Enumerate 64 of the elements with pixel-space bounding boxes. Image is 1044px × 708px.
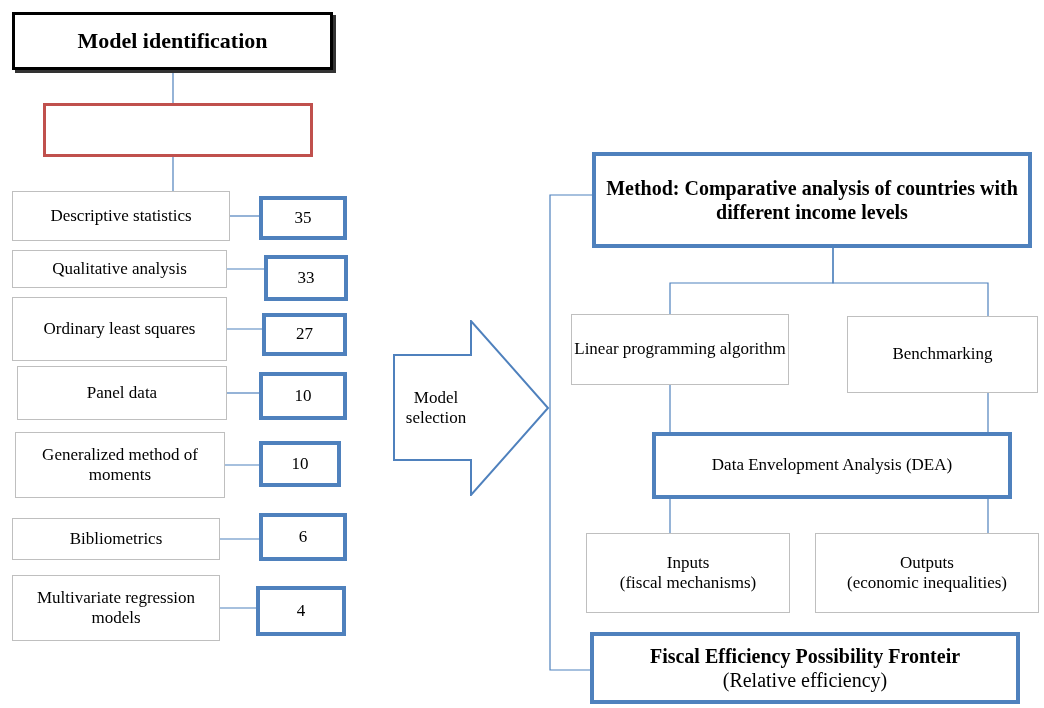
- connector-line: [669, 384, 671, 433]
- method-box: [12, 191, 230, 241]
- node-label: Model identification: [77, 27, 268, 55]
- count-box: [259, 513, 347, 561]
- node-label: Descriptive statistics: [50, 205, 192, 227]
- node-label: 27: [296, 324, 313, 345]
- connector-line: [669, 498, 671, 534]
- node-label: 6: [298, 526, 308, 548]
- method-box: [15, 432, 225, 498]
- method-box: [12, 575, 220, 641]
- method-box: [586, 533, 790, 613]
- count-box: [259, 196, 347, 240]
- node-label: Outputs: [900, 552, 954, 573]
- box-shape: [43, 103, 313, 157]
- connector-line: [549, 194, 593, 671]
- node-label: Panel data: [86, 382, 158, 404]
- connector-line: [224, 464, 260, 466]
- node-label: 4: [296, 600, 306, 622]
- connector-line: [219, 538, 260, 540]
- node-label: (fiscal mechanisms): [619, 573, 757, 594]
- node-label: Multivariate regression models: [35, 587, 197, 629]
- connector-line: [226, 392, 260, 394]
- connector-line: [226, 328, 263, 330]
- node-label: Bibliometrics: [69, 528, 163, 550]
- method-box: [17, 366, 227, 420]
- connector-line: [219, 607, 257, 609]
- method-box: [12, 250, 227, 288]
- node-label: 10: [291, 453, 309, 475]
- node-label: Ordinary least squares: [43, 318, 196, 340]
- node-label: Model selection: [404, 387, 468, 429]
- count-box: [264, 255, 348, 301]
- node-label: (economic inequalities): [847, 573, 1007, 594]
- node-label: 35: [294, 207, 312, 229]
- method-box: [815, 533, 1039, 613]
- count-box: [256, 586, 346, 636]
- node-label: Qualitative analysis: [52, 258, 187, 280]
- process-box: [592, 152, 1032, 248]
- block-arrow: [393, 320, 550, 496]
- node-label: 10: [294, 385, 312, 407]
- method-box: [12, 518, 220, 560]
- node-label: Data Envelopment Analysis (DEA): [711, 455, 953, 476]
- connector-line: [832, 247, 989, 317]
- method-box: [847, 316, 1038, 393]
- node-label: Generalized method of moments: [41, 444, 199, 486]
- process-box: [590, 632, 1020, 704]
- node-label: Benchmarking: [892, 344, 993, 365]
- node-label: 33: [297, 267, 315, 289]
- node-label: Linear programming algorithm: [574, 339, 786, 360]
- count-box: [262, 313, 347, 356]
- node-label: Inputs: [666, 552, 710, 573]
- method-box: [571, 314, 789, 385]
- connector-line: [987, 498, 989, 534]
- connector-line: [987, 392, 989, 433]
- count-box: [259, 372, 347, 420]
- node-label: Fiscal Efficiency Possibility Fronteir: [649, 644, 961, 668]
- process-box: [652, 432, 1012, 499]
- title-box: [12, 12, 333, 70]
- connector-line: [172, 156, 174, 192]
- connector-line: [226, 268, 265, 270]
- connector-line: [229, 215, 260, 217]
- node-label: (Relative efficiency): [722, 668, 888, 692]
- method-box: [12, 297, 227, 361]
- node-label: Method: Comparative analysis of countries with different income levels: [605, 176, 1019, 224]
- count-box: [259, 441, 341, 487]
